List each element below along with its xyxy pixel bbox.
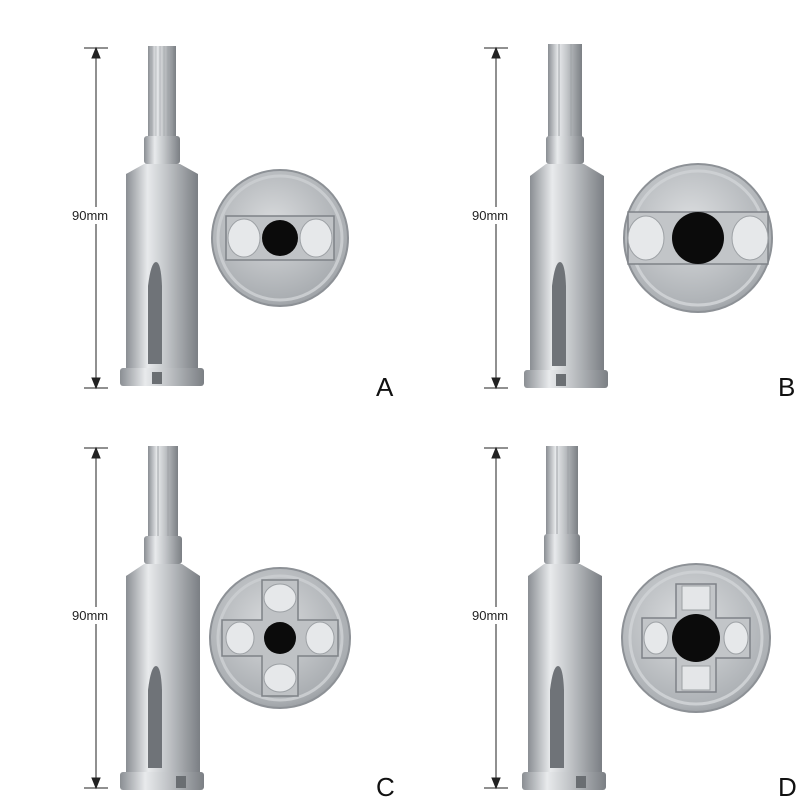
panel-letter: C	[376, 772, 395, 802]
stripper-tool-end-view	[621, 563, 771, 713]
dimension-label: 90mm	[472, 207, 509, 224]
tool-illustration-d	[484, 446, 771, 790]
stripper-tool-end-view	[623, 163, 773, 313]
tool-illustration-a	[84, 46, 349, 390]
stripper-tool-end-view	[209, 567, 351, 709]
stripper-tool-end-view	[211, 169, 349, 307]
panel-c: 90mm C	[0, 400, 400, 802]
stripper-tool-side-view	[120, 446, 204, 790]
dimension-label: 90mm	[72, 607, 109, 624]
panel-letter: A	[376, 372, 394, 402]
dimension-label: 90mm	[472, 607, 509, 624]
panel-b: 90mm B	[400, 0, 800, 402]
tool-illustration-c	[84, 446, 351, 790]
panel-letter: D	[778, 772, 797, 802]
stripper-tool-side-view	[522, 446, 606, 790]
panel-d: 90mm D	[400, 400, 800, 802]
panel-letter: B	[778, 372, 796, 402]
tool-illustration-b	[484, 44, 773, 390]
panel-a: 90mm A	[0, 0, 400, 402]
dimension-label: 90mm	[72, 207, 109, 224]
stripper-tool-side-view	[120, 46, 204, 386]
stripper-tool-side-view	[524, 44, 608, 388]
